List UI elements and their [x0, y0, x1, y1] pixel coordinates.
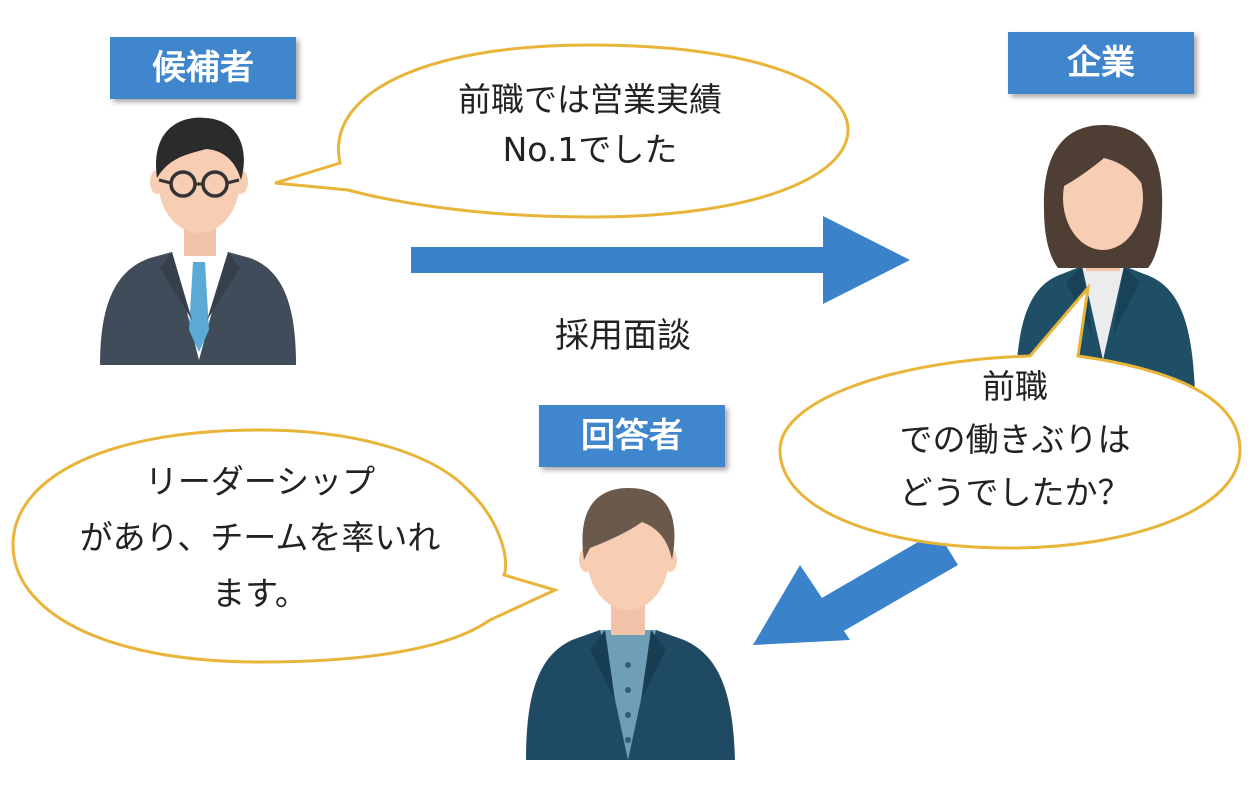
respondent-label: 回答者: [539, 405, 725, 467]
respondent-bubble-line-2: があり、チームを率いれ: [79, 518, 441, 557]
respondent-speech-bubble: [11, 428, 560, 664]
company-speech-bubble: [778, 283, 1242, 550]
company-bubble-text: 前職 での働きぶりは どうでしたか？: [850, 360, 1180, 519]
candidate-bubble-line-1: 前職では営業実績: [458, 80, 722, 119]
company-label: 企業: [1008, 32, 1194, 94]
candidate-speech-bubble: [274, 43, 850, 219]
arrow-right: [411, 216, 910, 304]
company-bubble-line-1: 前職: [982, 367, 1048, 406]
candidate-bubble-text: 前職では営業実績 No.1でした: [420, 75, 760, 175]
company-bubble-line-2: での働きぶりは: [899, 420, 1131, 459]
respondent-bubble-line-1: リーダーシップ: [144, 462, 376, 501]
arrow-caption: 採用面談: [555, 316, 691, 356]
arrow-down-left: [753, 531, 958, 645]
respondent-bubble-line-3: ます。: [212, 574, 308, 613]
candidate-person-icon: [100, 117, 296, 365]
respondent-bubble-text: リーダーシップ があり、チームを率いれ ます。: [40, 454, 480, 622]
company-bubble-line-3: どうでしたか？: [899, 473, 1131, 512]
respondent-person-icon: [526, 488, 735, 760]
candidate-label: 候補者: [110, 37, 296, 99]
candidate-bubble-line-2: No.1でした: [502, 130, 678, 169]
